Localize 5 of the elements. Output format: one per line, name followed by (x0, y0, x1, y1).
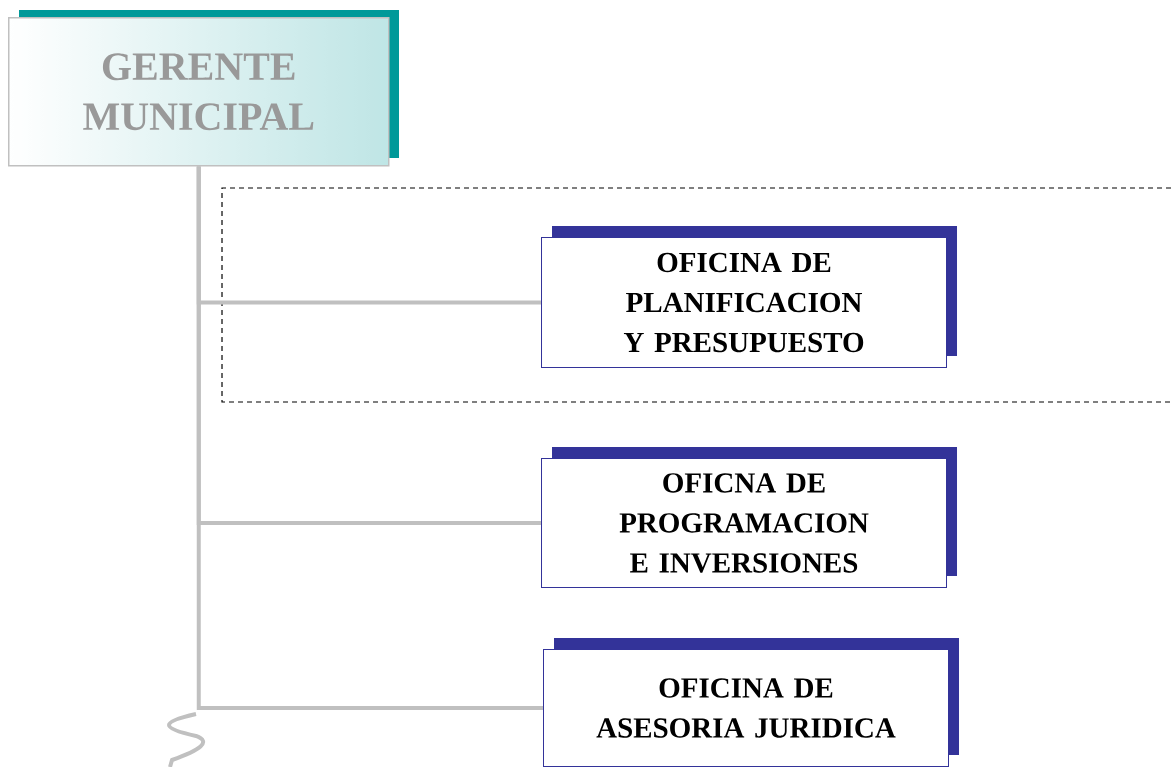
manager-box: GERENTE MUNICIPAL (8, 10, 399, 167)
office-box: OFICNA DE PROGRAMACION E INVERSIONES (541, 447, 957, 588)
office-box: OFICINA DE ASESORIA JURIDICA (543, 638, 959, 767)
office-box: OFICINA DE PLANIFICACION Y PRESUPUESTO (541, 226, 957, 368)
connector-line (196, 166, 543, 710)
